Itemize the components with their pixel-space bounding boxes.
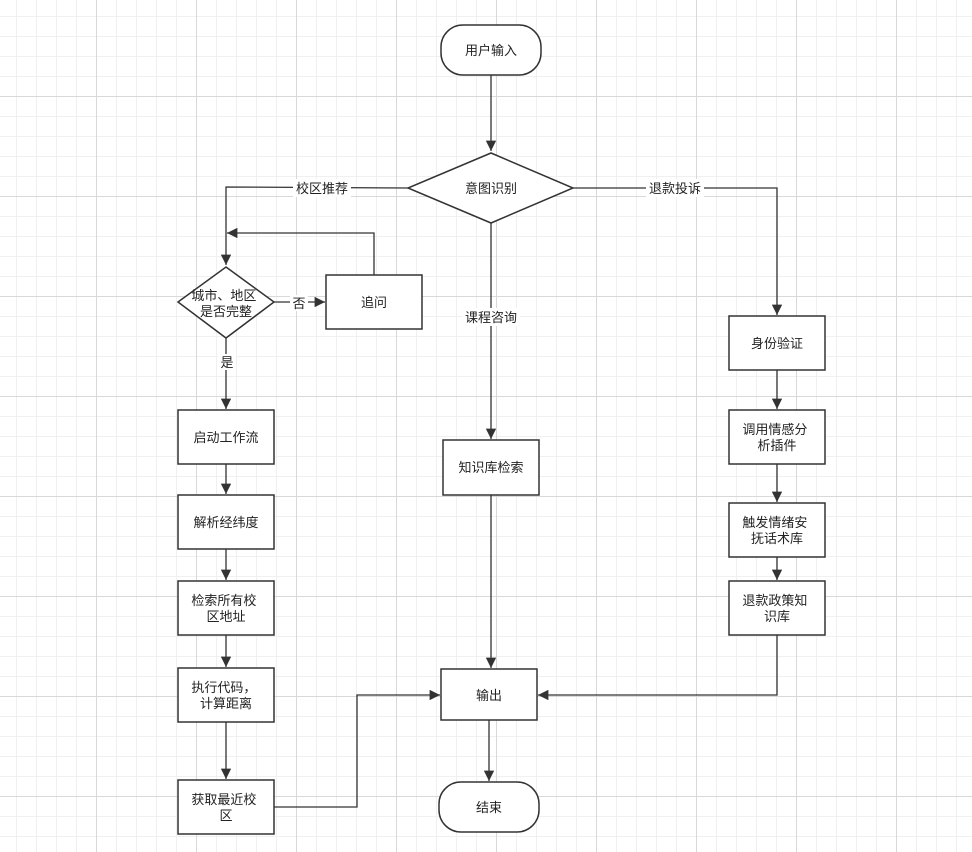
process-nearest-campus: 获取最近校 区 [177,779,275,835]
edge-intent-to-city-check [220,186,409,265]
svg-text:城市、地区 是否完整: 城市、地区 是否完整 [191,288,260,320]
edge-label-course-consult: 课程咨询 [465,311,517,326]
start-node-user-input: 用户输入 [440,24,542,76]
decision-city-label-line2: 是否完整 [200,305,252,320]
end-node: 结束 [438,781,540,833]
svg-text:退款政策知 识库: 退款政策知 识库 [742,593,811,625]
process-emotion-plugin: 调用情感分 析插件 [728,409,826,465]
edge-nearest-to-output [274,689,440,808]
process-run-code: 执行代码， 计算距离 [177,667,275,723]
process-start-workflow-label: 启动工作流 [193,431,258,446]
process-nearest-campus-line2: 区 [219,809,232,824]
process-run-code-line1: 执行代码， [191,681,256,696]
process-search-campus-line1: 检索所有校 [191,593,256,609]
process-soothe-library: 触发情绪安 抚话术库 [728,502,826,558]
process-emotion-plugin-line1: 调用情感分 [742,422,807,438]
process-soothe-library-line2: 抚话术库 [751,531,803,547]
process-refund-policy-line1: 退款政策知 [742,593,807,609]
svg-text:执行代码， 计算距离: 执行代码， 计算距离 [191,681,260,712]
process-ask-again-label: 追问 [361,295,387,311]
edge-label-campus-recommend: 校区推荐 [296,181,348,197]
process-parse-coordinates: 解析经纬度 [177,494,275,550]
decision-city-label-line1: 城市、地区 [191,288,256,304]
svg-text:触发情绪安 抚话术库: 触发情绪安 抚话术库 [742,515,811,547]
decision-intent-recognition: 意图识别 [406,152,575,224]
process-output-label: 输出 [476,688,502,704]
process-refund-policy-kb: 退款政策知 识库 [728,580,826,636]
process-refund-policy-line2: 识库 [764,609,790,625]
process-soothe-library-line1: 触发情绪安 [742,515,807,531]
process-kb-search-label: 知识库检索 [458,460,523,476]
decision-intent-label: 意图识别 [465,181,517,197]
edge-intent-to-identity [573,187,783,315]
process-ask-again: 追问 [325,274,423,330]
process-identity-verify-label: 身份验证 [751,336,803,352]
process-search-campus: 检索所有校 区地址 [177,580,275,636]
process-nearest-campus-line1: 获取最近校 [191,792,256,808]
svg-text:检索所有校 区地址: 检索所有校 区地址 [191,593,260,625]
decision-city-complete: 城市、地区 是否完整 [176,266,276,339]
process-parse-coordinates-label: 解析经纬度 [193,515,258,531]
edge-label-no: 否 [292,297,305,312]
end-node-label: 结束 [476,801,502,816]
process-output: 输出 [440,668,538,721]
process-start-workflow: 启动工作流 [177,409,275,465]
process-search-campus-line2: 区地址 [206,610,245,625]
process-identity-verify: 身份验证 [728,315,826,371]
process-emotion-plugin-line2: 析插件 [757,439,796,454]
svg-text:调用情感分 析插件: 调用情感分 析插件 [742,422,811,454]
edge-label-yes: 是 [220,356,233,371]
process-run-code-line2: 计算距离 [200,696,252,712]
process-kb-search: 知识库检索 [442,439,540,496]
edge-refund-to-output [538,635,778,701]
edge-label-refund-complaint: 退款投诉 [649,181,701,197]
start-node-label: 用户输入 [465,43,517,59]
svg-text:获取最近校 区: 获取最近校 区 [191,792,260,824]
edge-ask-loop-back [227,227,375,275]
